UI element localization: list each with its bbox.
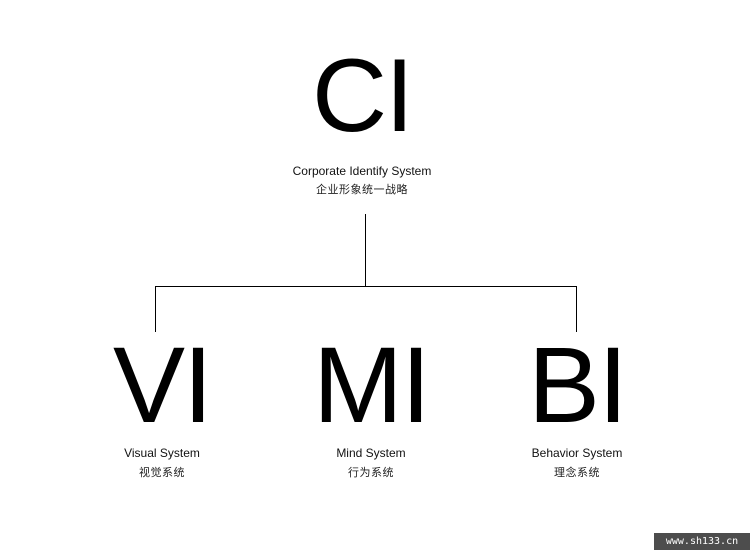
node-label-en-bi: Behavior System <box>531 446 623 460</box>
node-label-en-mi: Mind System <box>336 446 406 460</box>
connector-drop-left <box>155 286 156 332</box>
root-subtitle-en: Corporate Identify System <box>292 164 432 178</box>
root-subtitle-zh: 企业形象统一战略 <box>316 183 408 196</box>
node-label-zh-vi: 视觉系统 <box>139 466 185 479</box>
node-title-mi: MI <box>313 324 431 445</box>
node-label-en-vi: Visual System <box>124 446 200 460</box>
node-label-zh-mi: 行为系统 <box>348 466 394 479</box>
node-label-zh-bi: 理念系统 <box>554 466 600 479</box>
connector-stem <box>365 214 366 286</box>
root-title-ci: CI <box>312 38 414 154</box>
node-title-vi: VI <box>112 324 213 445</box>
connector-bar <box>155 286 577 287</box>
connector-drop-right <box>576 286 577 332</box>
watermark-label: www.sh133.cn <box>654 533 750 550</box>
node-title-bi: BI <box>527 324 628 445</box>
